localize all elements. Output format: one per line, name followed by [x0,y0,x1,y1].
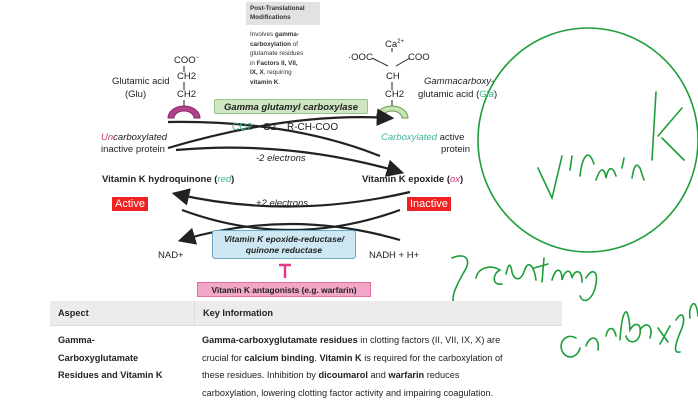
active-protein-label: protein [441,144,471,155]
uncarboxylated-label: Uncarboxylated [101,132,168,143]
epoxide-label: Vitamin K epoxide (ox) [362,174,464,185]
info-line: these residues. Inhibition by dicoumarol… [202,370,460,380]
o2-label: O2 [263,122,277,133]
nad-arrow [181,208,401,232]
inactive-badge: Inactive [407,197,451,211]
gamma-glutamyl-carboxylase-box: Gamma glutamyl carboxylase [214,99,368,114]
gla-bond-left [371,57,389,67]
carboxylation-scribble [560,303,698,358]
gla-name-line2: glutamic acid (Gla) [418,89,498,100]
gla-bond-right [395,57,411,67]
table-divider [50,325,562,326]
ptm-body-line: glutamate residues [250,50,304,58]
info-line: crucial for calcium binding. Vitamin K i… [202,352,503,363]
reduction-cross-arrow [167,120,381,158]
glu-name-line2: (Glu) [125,89,147,100]
table-header-info: Key Information [194,301,562,325]
aspect-line: Carboxyglutamate [58,352,139,363]
epoxide-return-arrow [171,188,411,208]
ptm-title-box: Post-Translational Modifications [246,2,320,25]
rchcoo-label: R-CH-COO [287,122,339,133]
vitamin-k-circle [477,27,698,253]
ptm-body-line: in Factors II, VII, [250,59,298,67]
carboxylation-arrow [167,108,395,150]
ptm-body-line: vitamin K. [250,78,281,86]
hydroquinone-to-epoxide-arrow [175,146,405,177]
gla-protein-cap [375,105,409,119]
glu-ch2-bottom: CH2 [177,89,197,100]
gla-coo: COO [408,52,430,63]
ptm-body-line: Involves gamma- [250,31,300,38]
gamma-glutamyl-scribble [451,255,598,311]
info-line: carboxylation, lowering clotting factor … [202,387,494,398]
vitamin-k-scribble [537,91,685,201]
ptm-body-line: carboxylation of [250,40,298,48]
plus-electrons-label: +2 electrons [256,198,309,209]
glu-ch2-top: CH2 [177,71,197,82]
gla-ch: CH [386,71,400,82]
active-badge: Active [112,197,148,211]
aspect-line: Gamma- [58,335,95,345]
aspect-line: Residues and Vitamin K [58,370,163,380]
hydroquinone-label: Vitamin K hydroquinone (red) [102,174,235,185]
reductase-line1: Vitamin K epoxide-reductase/ [223,234,345,244]
epoxide-reductase-box: Vitamin K epoxide-reductase/ quinone red… [212,230,356,259]
reductase-line2: quinone reductase [245,245,323,255]
gla-calcium: Ca2+ [385,39,404,51]
ptm-body-line: IX, X, requiring [250,69,292,77]
gla-ch2: CH2 [385,89,405,100]
table-header-aspect: Aspect [50,301,194,325]
nad-label: NAD+ [158,250,184,261]
ptm-title-line2: Modifications [250,14,291,21]
nadh-arrow [177,222,401,245]
ptm-title-line1: Post-Translational [250,5,305,12]
glu-name-line1: Glutamic acid [112,76,170,87]
minus-electrons-label: -2 electrons [256,153,306,164]
handwritten-notes [451,27,698,358]
glu-coo: COO− [174,55,200,67]
carboxylated-label: Carboxylated active [381,132,465,143]
co2-label: CO2 [232,122,253,133]
table-cell-info: Gamma-carboxyglutamate residues in clott… [194,325,562,402]
info-line: Gamma-carboxyglutamate residues in clott… [202,335,501,345]
glu-protein-cap [167,105,201,119]
ptm-body: Involves gamma-carboxylation of glutamate… [250,30,328,88]
gla-name-line1: Gammacarboxy- [424,76,495,87]
nadh-label: NADH + H+ [369,250,420,261]
info-table: Aspect Key Information Gamma- Carboxyglut… [50,301,562,404]
vitamin-k-antagonists-box: Vitamin K antagonists (e.g. warfarin) [197,282,371,297]
gla-ooc: ·OOC [348,52,373,63]
inactive-protein-label: inactive protein [101,144,165,155]
